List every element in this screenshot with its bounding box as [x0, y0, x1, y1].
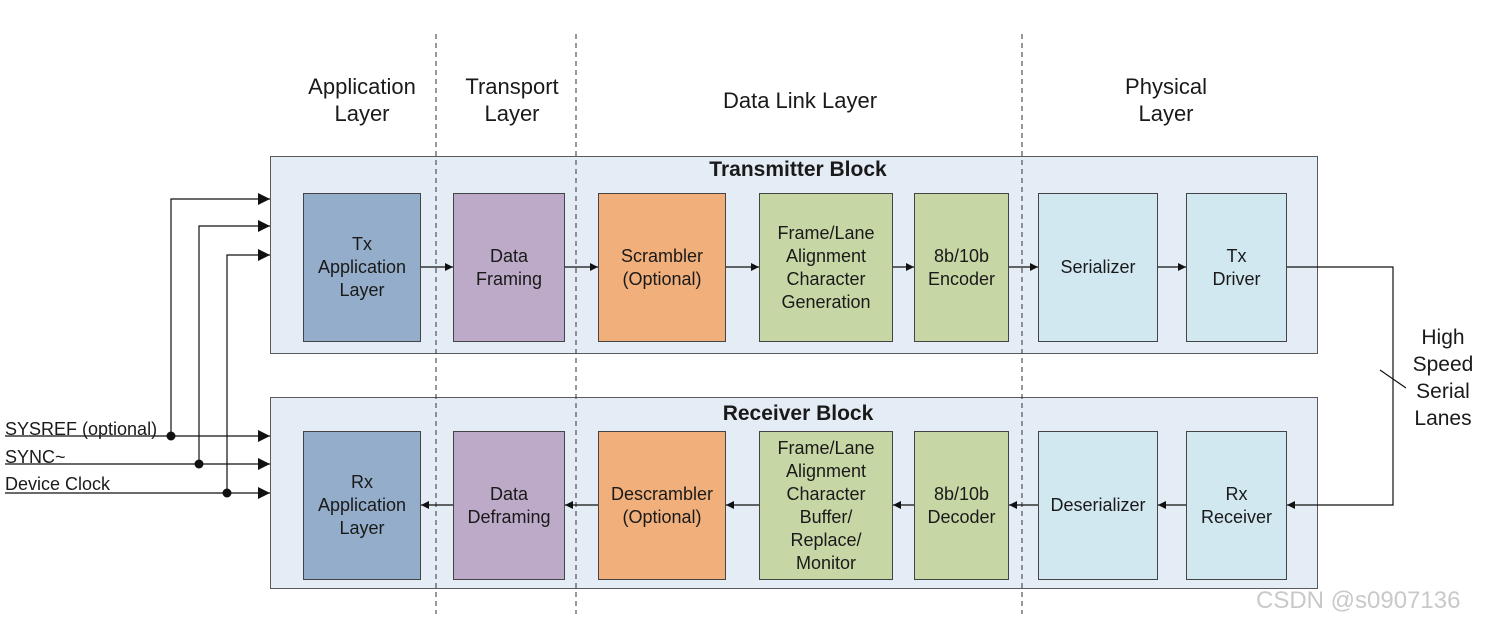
layer-title-application: Application Layer — [308, 74, 416, 126]
watermark: CSDN @s0907136 — [1256, 587, 1461, 614]
sysref-label: SYSREF (optional) — [5, 419, 158, 439]
sysref-branch — [170, 193, 270, 436]
frame-lane-generation-block: Frame/Lane Alignment Character Generatio… — [759, 193, 893, 342]
layer-title-transport: Transport Layer — [465, 74, 559, 126]
tx-driver-block: Tx Driver — [1186, 193, 1287, 342]
serializer-block: Serializer — [1038, 193, 1158, 342]
rx-application-layer-block: Rx Application Layer — [303, 431, 421, 580]
decoder-block: 8b/10b Decoder — [914, 431, 1009, 580]
sysref-junction — [166, 431, 176, 441]
device-clock-branch — [226, 249, 270, 493]
frame-lane-monitor-block: Frame/Lane Alignment Character Buffer/ R… — [759, 431, 893, 580]
serial-lanes-label: High Speed Serial Lanes — [1412, 326, 1474, 430]
data-framing-block: Data Framing — [453, 193, 565, 342]
layer-title-physical: Physical Layer — [1125, 74, 1207, 126]
transmitter-title: Transmitter Block — [709, 158, 887, 181]
serial-lane-loop — [1287, 266, 1407, 509]
sync-label: SYNC~ — [5, 447, 66, 467]
descrambler-block: Descrambler (Optional) — [598, 431, 726, 580]
layer-separators — [435, 34, 1023, 614]
deserializer-block: Deserializer — [1038, 431, 1158, 580]
device-clock-label: Device Clock — [5, 474, 111, 494]
tx-application-layer-block: Tx Application Layer — [303, 193, 421, 342]
junction-dots — [166, 431, 232, 498]
lane-wire — [1287, 266, 1394, 509]
lane-slash — [1379, 369, 1407, 389]
layer-title-data-link: Data Link Layer — [722, 88, 878, 113]
scrambler-block: Scrambler (Optional) — [598, 193, 726, 342]
encoder-block: 8b/10b Encoder — [914, 193, 1009, 342]
data-deframing-block: Data Deframing — [453, 431, 565, 580]
sync-branch — [198, 220, 270, 464]
device-clock-junction — [222, 488, 232, 498]
rx-receiver-block: Rx Receiver — [1186, 431, 1287, 580]
sync-junction — [194, 459, 204, 469]
receiver-title: Receiver Block — [722, 402, 874, 425]
